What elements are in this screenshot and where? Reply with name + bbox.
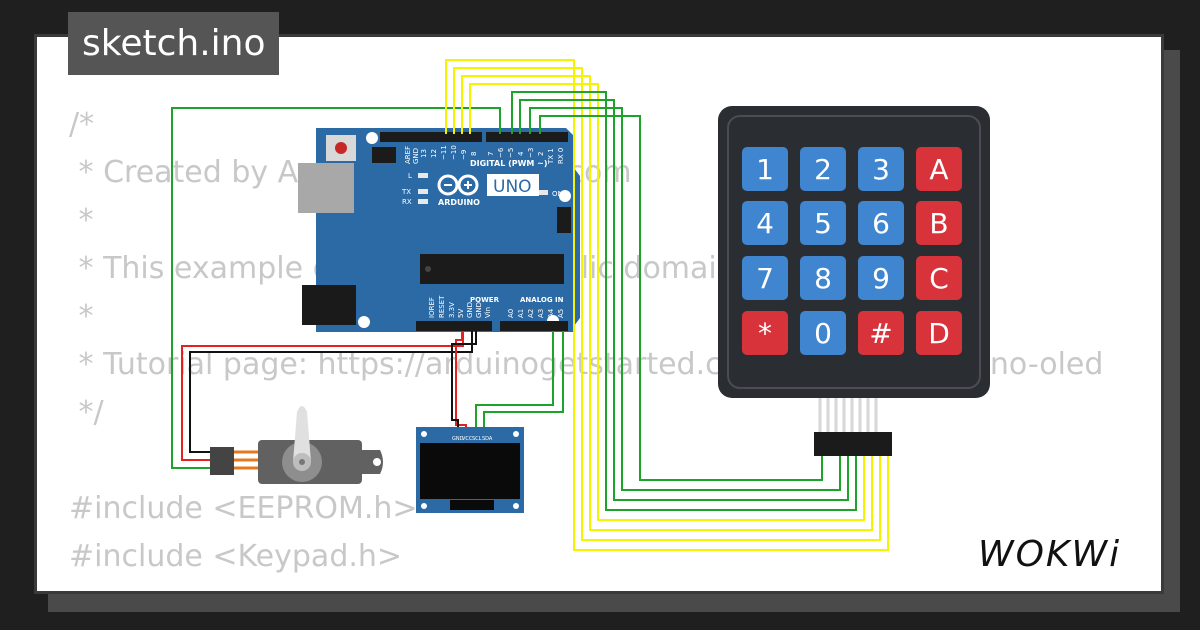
oled-pin-scl: SCL <box>472 436 482 442</box>
pin-label-7: 7 <box>487 152 495 156</box>
svg-text:4: 4 <box>756 207 774 240</box>
svg-text:6: 6 <box>872 207 890 240</box>
arduino-logo-icon <box>437 174 479 196</box>
svg-text:C: C <box>929 262 949 295</box>
pin-label-a2: A2 <box>527 309 535 318</box>
keypad-key-hash: # <box>858 311 904 355</box>
led-tx-label: TX <box>401 188 411 196</box>
svg-text:7: 7 <box>756 262 774 295</box>
header-power <box>416 321 492 331</box>
pin-label-gnd1: GND <box>466 302 474 318</box>
keypad-key-4: 4 <box>742 201 788 245</box>
header-top-left <box>380 132 482 142</box>
keypad-key-5: 5 <box>800 201 846 245</box>
wokwi-logo: WOKWi <box>978 534 1121 575</box>
oled-pin-vcc: VCC <box>462 436 473 442</box>
wires <box>171 59 889 551</box>
pin-label-aref: AREF <box>404 146 412 164</box>
keypad-key-3: 3 <box>858 147 904 191</box>
analog-header-label: ANALOG IN <box>520 296 564 304</box>
svg-text:1: 1 <box>756 153 774 186</box>
keypad-key-d: D <box>916 311 962 355</box>
pin-label-10: ~10 <box>450 145 458 160</box>
pin-label-5: ~5 <box>507 148 515 158</box>
pin-label-2: 2 <box>537 152 545 156</box>
pin-label-9: ~9 <box>460 150 468 160</box>
oled-pin-gnd: GND <box>452 436 464 442</box>
svg-text:8: 8 <box>814 262 832 295</box>
arduino-uno-board: AREF GND 13 12 ~11 ~10 ~9 8 7 ~6 ~5 4 ~3… <box>298 128 580 332</box>
digital-header-label: DIGITAL (PWM ~) <box>470 159 548 168</box>
pin-label-a4: A4 <box>547 308 555 318</box>
svg-text:0: 0 <box>814 317 832 350</box>
arduino-brand-label: ARDUINO <box>438 198 480 207</box>
svg-text:2: 2 <box>814 153 832 186</box>
keypad-key-1: 1 <box>742 147 788 191</box>
keypad-key-star: * <box>742 311 788 355</box>
pin-label-13: 13 <box>420 149 428 158</box>
power-jack <box>302 285 356 325</box>
pin-label-11: ~11 <box>440 145 448 160</box>
pin-label-8: 8 <box>470 152 478 156</box>
pin-label-rx0: RX 0 <box>557 148 565 164</box>
pin-label-ioref: IOREF <box>428 297 436 318</box>
wokwi-logo-text: WOKWi <box>978 534 1121 575</box>
pin-label-tx1: TX 1 <box>547 148 555 165</box>
keypad-key-2: 2 <box>800 147 846 191</box>
atmega-chip <box>420 254 564 284</box>
pin-label-6: ~6 <box>497 147 505 158</box>
pin-label-3: ~3 <box>527 148 535 158</box>
oled-display: GND VCC SCL SDA <box>416 427 524 513</box>
keypad-connector <box>814 432 892 456</box>
oled-screen <box>420 443 520 499</box>
usb-port <box>298 163 354 213</box>
pin-label-12: 12 <box>430 149 438 158</box>
pin-label-3v3: 3.3V <box>448 302 456 318</box>
svg-text:#: # <box>869 317 892 350</box>
keypad-key-a: A <box>916 147 962 191</box>
pin-label-a1: A1 <box>517 309 525 318</box>
header-analog <box>500 321 568 331</box>
pin-label-vin: Vin <box>484 307 492 318</box>
led-on-label: ON <box>552 190 563 198</box>
pin-label-gnd: GND <box>412 148 420 164</box>
keypad-key-6: 6 <box>858 201 904 245</box>
keypad-key-b: B <box>916 201 962 245</box>
svg-text:3: 3 <box>872 153 890 186</box>
pin-label-5v: 5V <box>457 309 465 318</box>
led-l-label: L <box>408 172 412 180</box>
led-rx-label: RX <box>402 198 412 206</box>
oled-pin-sda: SDA <box>482 436 493 442</box>
sketch-title-tab: sketch.ino <box>68 12 280 75</box>
servo-motor <box>210 406 383 484</box>
pin-label-a5: A5 <box>557 309 565 318</box>
pin-label-a0: A0 <box>507 309 515 318</box>
keypad-key-c: C <box>916 256 962 300</box>
svg-text:B: B <box>929 207 948 240</box>
power-header-label: POWER <box>470 296 500 304</box>
svg-text:5: 5 <box>814 207 832 240</box>
keypad-key-0: 0 <box>800 311 846 355</box>
header-top-right <box>486 132 568 142</box>
keypad-key-8: 8 <box>800 256 846 300</box>
pin-label-gnd2: GND <box>475 302 483 318</box>
svg-text:D: D <box>928 317 950 350</box>
pin-label-reset: RESET <box>438 295 446 318</box>
pin-label-a3: A3 <box>537 309 545 318</box>
svg-text:9: 9 <box>872 262 890 295</box>
keypad-key-7: 7 <box>742 256 788 300</box>
pin-label-4: 4 <box>517 151 525 156</box>
membrane-keypad: 1 2 3 A 4 5 6 B 7 8 9 C * 0 # D <box>718 106 990 456</box>
board-name-label: UNO <box>493 177 532 197</box>
svg-text:A: A <box>929 153 948 186</box>
svg-text:*: * <box>758 317 772 350</box>
keypad-key-9: 9 <box>858 256 904 300</box>
